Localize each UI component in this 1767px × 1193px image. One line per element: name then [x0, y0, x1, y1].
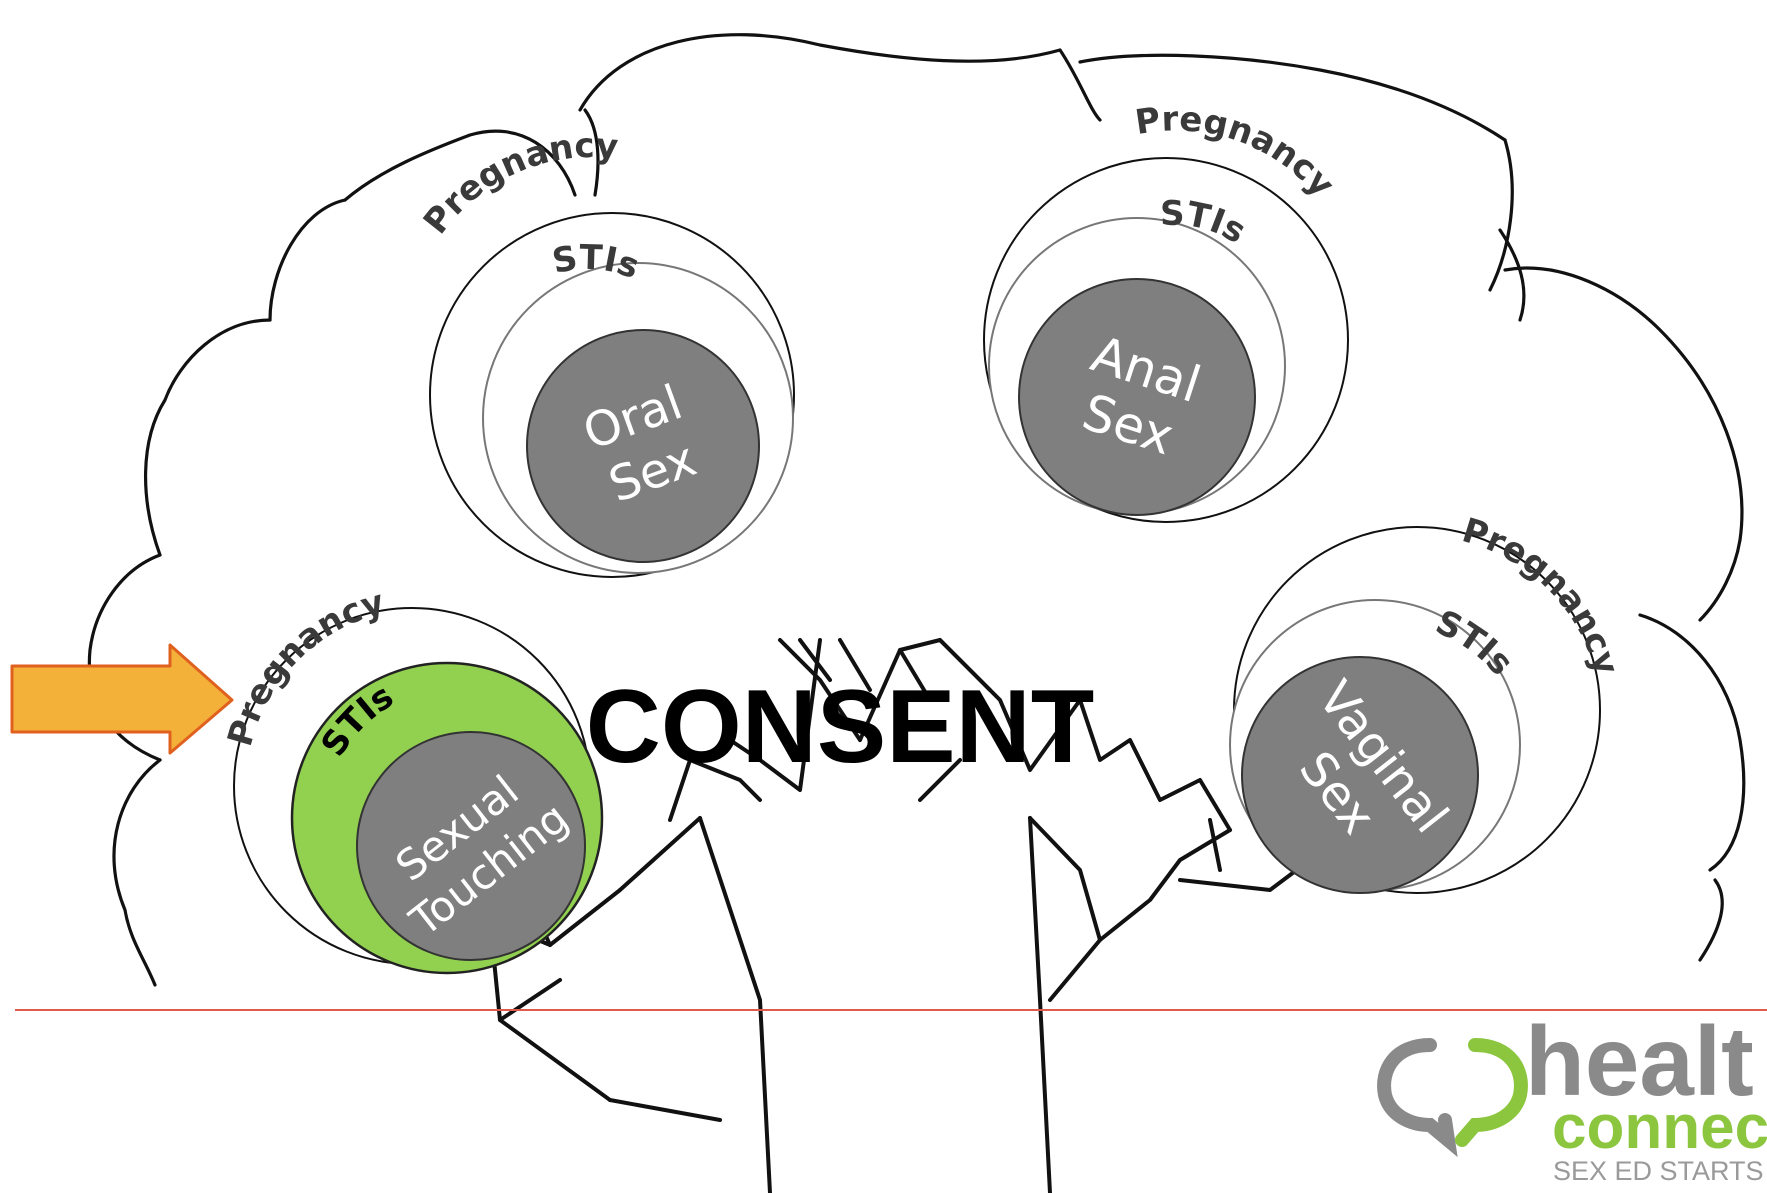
core-circle: [526, 329, 760, 563]
logo-word-connected: connect: [1552, 1093, 1767, 1162]
consent-label: CONSENT: [586, 669, 1094, 785]
core-circle: [1241, 656, 1479, 894]
core-circle: [356, 731, 586, 961]
tree-trunk: [488, 638, 1312, 1193]
anal-sex-cluster: Pregnancy STIs Anal Sex: [983, 99, 1349, 523]
logo-tagline: SEX ED STARTS H: [1553, 1156, 1767, 1186]
arrow-right-icon: [10, 643, 234, 755]
sexual-touching-cluster: Pregnancy STIs Sexual Touching: [220, 582, 604, 975]
vaginal-sex-cluster: Pregnancy STIs Vaginal Sex: [1229, 511, 1626, 894]
health-connected-logo: healt connect SEX ED STARTS H: [1377, 1006, 1767, 1186]
logo-word-health: healt: [1525, 1006, 1754, 1116]
core-circle: [1018, 278, 1256, 516]
tree-canopy: [87, 33, 1746, 987]
speech-bubbles-icon: [1377, 1038, 1528, 1158]
oral-sex-cluster: Pregnancy STIs Oral Sex: [416, 126, 795, 578]
